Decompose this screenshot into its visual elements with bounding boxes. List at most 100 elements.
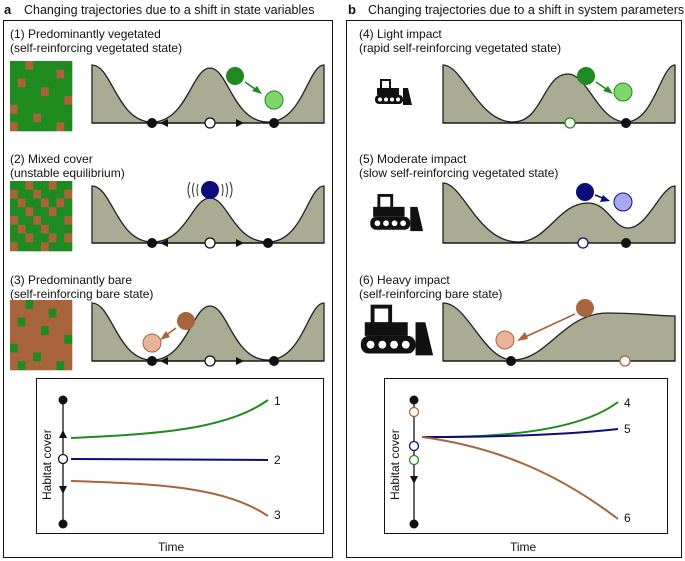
grid-cell [64,198,73,208]
grid-cell [64,96,73,106]
panel-b-title: Changing trajectories due to a shift in … [368,3,685,17]
landscape-6 [442,299,676,367]
grid-cell [10,122,19,132]
grid-cell [56,104,65,114]
grid-cell [33,335,42,345]
grid-cell [56,207,65,217]
grid-cell [56,122,65,132]
grid-cell [48,224,57,234]
grid-cell [17,216,26,226]
panel-a-frame [3,20,333,558]
grid-cell [17,122,26,132]
grid-cell [48,61,57,71]
grid-cell [17,69,26,79]
grid-cell [56,78,65,88]
grid-cell [17,87,26,97]
grid-cell [56,317,65,327]
grid-cell [33,122,42,132]
grid-cell [48,216,57,226]
grid-cell [56,61,65,71]
grid-cell [25,326,34,336]
row-1-label: (1) Predominantly vegetated(self-reinfor… [10,27,183,55]
grid-cell [56,335,65,345]
vegetation-grid-1 [10,61,73,132]
grid-cell [33,78,42,88]
grid-cell [10,308,19,318]
grid-cell [25,189,34,199]
grid-cell [17,207,26,217]
grid-cell [33,96,42,106]
grid-cell [25,224,34,234]
grid-cell [17,335,26,345]
grid-cell [41,189,50,199]
grid-cell [64,300,73,310]
grid-cell [17,361,26,371]
grid-cell [33,216,42,226]
grid-cell [33,181,42,191]
grid-cell [64,104,73,114]
vegetation-grid-2 [10,181,73,252]
grid-cell [64,87,73,97]
grid-cell [17,61,26,71]
grid-cell [64,317,73,327]
grid-cell [64,181,73,191]
grid-cell [10,113,19,123]
row-5-label: (5) Moderate impact(slow self-reinforcin… [359,152,559,180]
grid-cell [56,343,65,353]
grid-cell [25,96,34,106]
grid-cell [25,69,34,79]
grid-cell [17,352,26,362]
row-2-label: (2) Mixed cover(unstable equilibrium) [10,152,125,180]
grid-cell [48,317,57,327]
line-label-2: 2 [274,453,281,467]
grid-cell [56,352,65,362]
row-6-label: (6) Heavy impact(self-reinforcing bare s… [359,273,503,301]
grid-cell [25,343,34,353]
grid-cell [41,78,50,88]
panel-b-letter: b [348,2,356,17]
grid-cell [48,352,57,362]
grid-cell [56,300,65,310]
grid-cell [48,300,57,310]
landscape-1 [91,64,325,129]
panel-a-title: Changing trajectories due to a shift in … [24,3,315,17]
grid-cell [33,104,42,114]
grid-cell [10,343,19,353]
grid-cell [33,317,42,327]
grid-cell [48,104,57,114]
grid-cell [17,181,26,191]
grid-cell [10,317,19,327]
grid-cell [25,122,34,132]
grid-cell [41,233,50,243]
grid-cell [10,96,19,106]
grid-cell [10,87,19,97]
grid-cell [17,300,26,310]
grid-cell [64,308,73,318]
grid-cell [25,335,34,345]
grid-cell [17,242,26,252]
grid-cell [48,122,57,132]
grid-cell [17,96,26,106]
grid-cell [10,242,19,252]
grid-cell [33,343,42,353]
grid-cell [10,207,19,217]
grid-cell [10,104,19,114]
chart-a-ylabel: Habitat cover [40,429,54,500]
grid-cell [41,343,50,353]
grid-cell [10,61,19,71]
grid-cell [41,361,50,371]
grid-cell [56,308,65,318]
grid-cell [56,69,65,79]
grid-cell [48,189,57,199]
grid-cell [10,326,19,336]
grid-cell [64,61,73,71]
grid-cell [10,233,19,243]
grid-cell [25,181,34,191]
row-3-label: (3) Predominantly bare(self-reinforcing … [10,273,154,301]
trajectory-chart-b-plot [408,395,619,529]
chart-a-xlabel: Time [158,540,185,554]
grid-cell [41,61,50,71]
grid-cell [41,198,50,208]
grid-cell [33,189,42,199]
grid-cell [41,242,50,252]
